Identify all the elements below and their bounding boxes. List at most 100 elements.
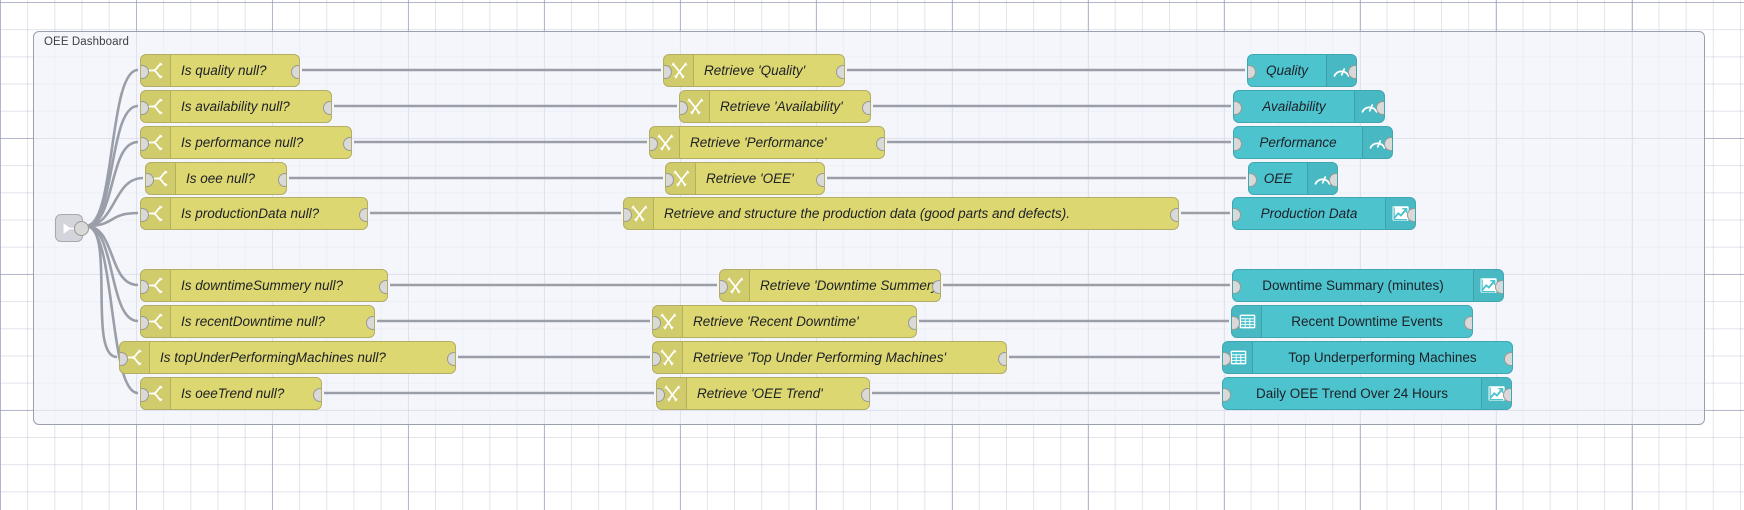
node-label: Retrieve 'OEE'	[706, 171, 794, 186]
node-output-port[interactable]	[1170, 208, 1178, 222]
node-ui-recentDowntime[interactable]: Recent Downtime Events	[1231, 305, 1473, 338]
node-output-port[interactable]	[998, 352, 1006, 366]
group-label: OEE Dashboard	[44, 36, 130, 48]
node-icon-container	[1307, 163, 1337, 194]
node-switch-topUnderPerformingMachines[interactable]: Is topUnderPerformingMachines null?	[119, 341, 456, 374]
node-label: Top Underperforming Machines	[1288, 350, 1477, 365]
node-label: Is oeeTrend null?	[181, 386, 285, 401]
node-switch-oeeTrend[interactable]: Is oeeTrend null?	[140, 377, 322, 410]
switch-icon	[147, 205, 163, 222]
node-icon-container	[141, 378, 171, 409]
node-label: Retrieve 'Performance'	[690, 135, 827, 150]
change-icon	[726, 277, 744, 294]
node-output-port[interactable]	[313, 388, 321, 402]
chart-icon	[1480, 278, 1497, 293]
node-output-port[interactable]	[323, 101, 331, 115]
node-change-productionData[interactable]: Retrieve and structure the production da…	[623, 197, 1179, 230]
gauge-icon	[1361, 104, 1377, 113]
node-ui-oeeTrend[interactable]: Daily OEE Trend Over 24 Hours	[1222, 377, 1512, 410]
node-output-port[interactable]	[1503, 388, 1511, 402]
switch-icon	[152, 170, 168, 187]
switch-icon	[147, 134, 163, 151]
node-switch-downtimeSummary[interactable]: Is downtimeSummery null?	[140, 269, 388, 302]
link-in-output-port[interactable]	[74, 221, 89, 236]
node-output-port[interactable]	[359, 208, 367, 222]
node-output-port[interactable]	[343, 137, 351, 151]
node-label: Is quality null?	[181, 63, 267, 78]
node-change-performance[interactable]: Retrieve 'Performance'	[649, 126, 885, 159]
change-icon	[659, 313, 677, 330]
node-switch-oee[interactable]: Is oee null?	[145, 162, 287, 195]
change-icon	[659, 349, 677, 366]
switch-icon	[147, 62, 163, 79]
node-label: Retrieve and structure the production da…	[664, 206, 1070, 221]
node-output-port[interactable]	[816, 173, 824, 187]
node-change-availability[interactable]: Retrieve 'Availability'	[679, 90, 871, 123]
node-change-quality[interactable]: Retrieve 'Quality'	[663, 54, 845, 87]
node-change-topUnderPerformingMachines[interactable]: Retrieve 'Top Under Performing Machines'	[652, 341, 1007, 374]
node-label: Retrieve 'Top Under Performing Machines'	[693, 350, 947, 365]
node-icon-container	[141, 198, 171, 229]
node-label: Retrieve 'Availability'	[720, 99, 843, 114]
table-icon	[1230, 350, 1246, 365]
node-label: Retrieve 'Recent Downtime'	[693, 314, 859, 329]
node-switch-recentDowntime[interactable]: Is recentDowntime null?	[140, 305, 375, 338]
table-icon	[1239, 314, 1255, 329]
node-icon-container	[141, 306, 171, 337]
node-ui-topUnderPerformingMachines[interactable]: Top Underperforming Machines	[1222, 341, 1513, 374]
node-output-port[interactable]	[862, 101, 870, 115]
node-change-recentDowntime[interactable]: Retrieve 'Recent Downtime'	[652, 305, 917, 338]
node-ui-quality[interactable]: Quality	[1247, 54, 1357, 87]
node-output-port[interactable]	[932, 280, 940, 294]
node-label: Is recentDowntime null?	[181, 314, 326, 329]
node-output-port[interactable]	[908, 316, 916, 330]
node-ui-oee[interactable]: OEE	[1248, 162, 1338, 195]
chart-icon	[1392, 206, 1409, 221]
node-output-port[interactable]	[876, 137, 884, 151]
node-change-oeeTrend[interactable]: Retrieve 'OEE Trend'	[656, 377, 870, 410]
node-ui-downtimeSummary[interactable]: Downtime Summary (minutes)	[1232, 269, 1504, 302]
node-label: Is availability null?	[181, 99, 290, 114]
node-output-port[interactable]	[1348, 65, 1356, 79]
node-ui-performance[interactable]: Performance	[1233, 126, 1393, 159]
node-icon-container	[666, 163, 696, 194]
node-output-port[interactable]	[1504, 352, 1512, 366]
node-label: Downtime Summary (minutes)	[1262, 278, 1444, 293]
node-ui-productionData[interactable]: Production Data	[1232, 197, 1416, 230]
node-switch-availability[interactable]: Is availability null?	[140, 90, 332, 123]
node-output-port[interactable]	[1329, 173, 1337, 187]
node-change-downtimeSummary[interactable]: Retrieve 'Downtime Summery'	[719, 269, 941, 302]
link-in-node[interactable]	[55, 214, 89, 242]
gauge-icon	[1314, 176, 1330, 185]
node-output-port[interactable]	[1464, 316, 1472, 330]
node-label: Production Data	[1260, 206, 1358, 221]
switch-icon	[147, 277, 163, 294]
node-output-port[interactable]	[366, 316, 374, 330]
node-output-port[interactable]	[836, 65, 844, 79]
switch-icon	[147, 313, 163, 330]
node-output-port[interactable]	[1384, 137, 1392, 151]
node-output-port[interactable]	[291, 65, 299, 79]
node-label: Is oee null?	[186, 171, 256, 186]
node-label: Availability	[1262, 99, 1326, 114]
node-output-port[interactable]	[1495, 280, 1503, 294]
node-label: Is downtimeSummery null?	[181, 278, 344, 293]
chart-icon	[1488, 386, 1505, 401]
node-output-port[interactable]	[447, 352, 455, 366]
gauge-icon	[1333, 68, 1349, 77]
change-icon	[656, 134, 674, 151]
change-icon	[672, 170, 690, 187]
node-ui-availability[interactable]: Availability	[1233, 90, 1385, 123]
node-output-port[interactable]	[861, 388, 869, 402]
node-switch-quality[interactable]: Is quality null?	[140, 54, 300, 87]
node-change-oee[interactable]: Retrieve 'OEE'	[665, 162, 825, 195]
node-switch-performance[interactable]: Is performance null?	[140, 126, 352, 159]
node-output-port[interactable]	[1407, 208, 1415, 222]
node-output-port[interactable]	[1376, 101, 1384, 115]
node-output-port[interactable]	[379, 280, 387, 294]
node-label: Daily OEE Trend Over 24 Hours	[1255, 386, 1449, 401]
node-output-port[interactable]	[278, 173, 286, 187]
change-icon	[686, 98, 704, 115]
node-switch-productionData[interactable]: Is productionData null?	[140, 197, 368, 230]
